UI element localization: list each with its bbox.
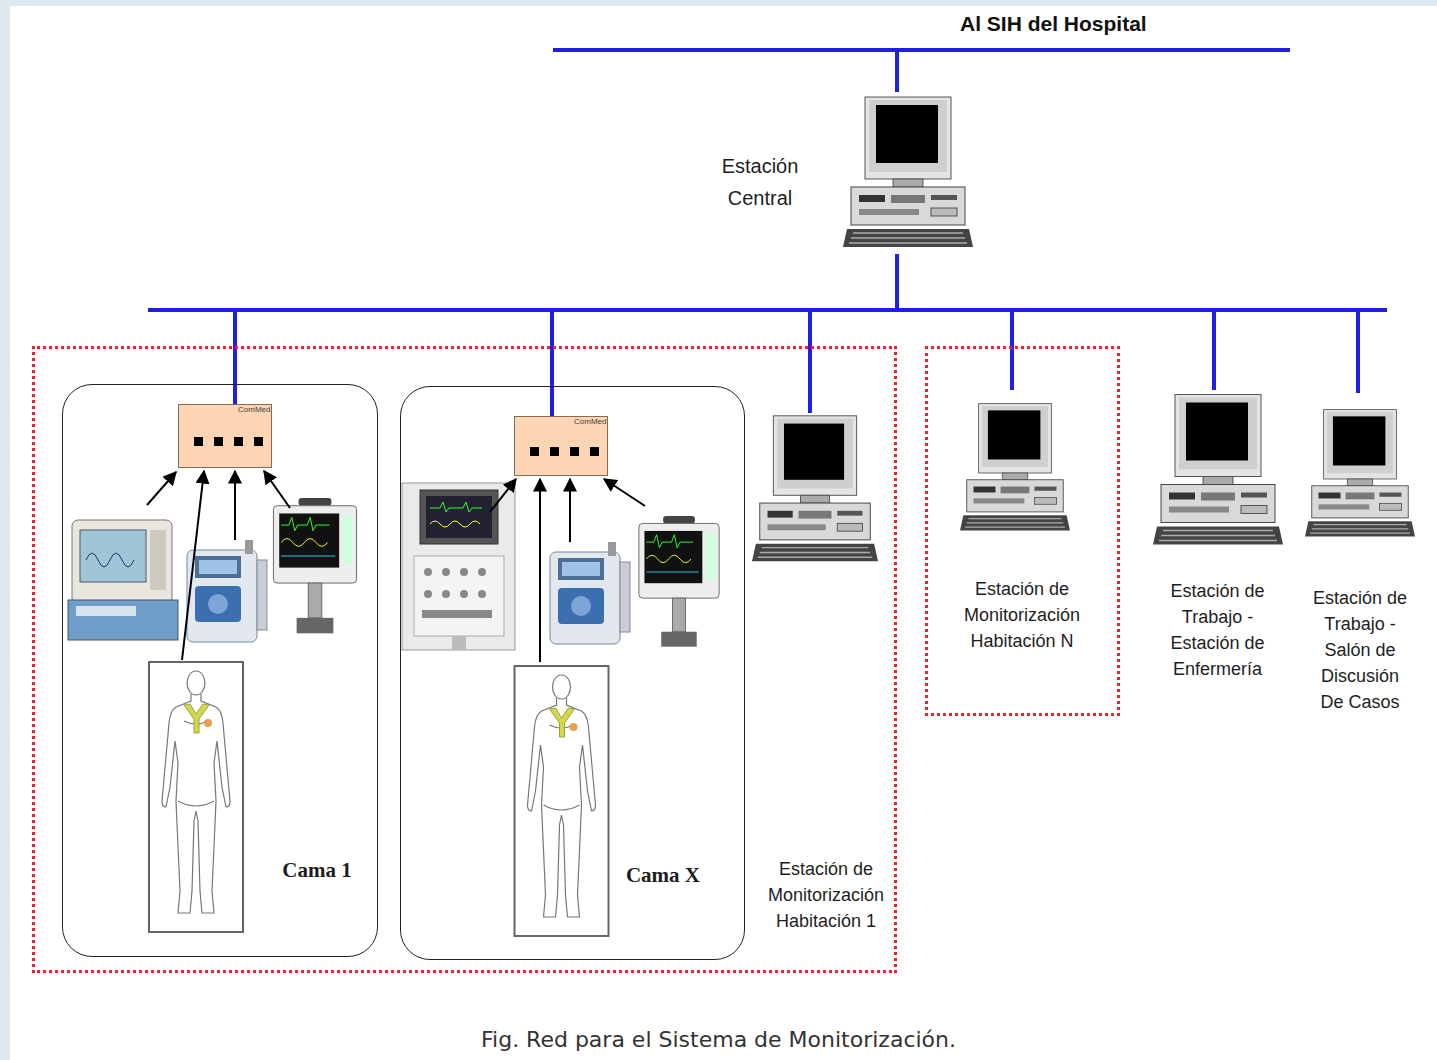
bed-x-equipment [402,483,719,936]
computer-icon [960,404,1070,531]
network-bus [148,50,1387,413]
network-link [897,254,1012,346]
port-square [550,447,559,456]
station-label: Estación de Trabajo - Estación de Enferm… [1155,578,1280,682]
port-square [214,437,223,446]
device-label: ComMed [574,418,606,426]
network-link [235,254,897,404]
central-station: Estación Central [705,92,980,254]
commed-hub: ComMed [514,416,608,476]
patient-figure [515,666,609,936]
room-region: Estación de Monitorización Habitación N [925,346,1120,716]
bed-label: Cama X [613,863,713,888]
computer-icon [752,416,878,561]
port-square [570,447,579,456]
room-region: Estación de Monitorización Habitación 1C… [32,346,897,973]
port-square [590,447,599,456]
infusion-pump [550,542,630,644]
patient-figure [149,662,243,932]
figure-caption: Fig. Red para el Sistema de Monitorizaci… [0,1027,1437,1052]
station-label: Estación de Monitorización Habitación 1 [758,856,894,934]
computer-icon [1153,395,1283,545]
infusion-pump [187,540,267,642]
workstation: Estación de Trabajo - Estación de Enferm… [1150,390,1285,695]
port-square [254,437,263,446]
device-label: ComMed [238,406,270,414]
commed-hub: ComMed [178,404,272,468]
bed-box: Cama 1 ComMed [62,384,378,957]
computer-icons [752,97,1415,561]
station-label: Estación de Monitorización Habitación N [947,576,1097,654]
bed-label: Cama 1 [272,858,362,883]
computer-icon [843,97,973,247]
port-square [194,437,203,446]
network-link [552,254,897,416]
station-label: Estación de Trabajo - Salón de Discusión… [1308,585,1412,715]
patient-monitor [639,516,719,647]
network-label: Al SIH del Hospital [960,12,1147,36]
bed-box: Cama X ComMed [400,386,745,960]
port-square [530,447,539,456]
port-square [234,437,243,446]
station-label: Estación Central [705,150,815,214]
patient-monitor [273,498,356,633]
network-link [897,254,1358,393]
network-link [810,254,897,346]
network-link [897,254,1214,390]
device-arrows [147,471,645,662]
workstation: Estación de Trabajo - Salón de Discusión… [1302,393,1418,723]
computer-icon [1305,410,1415,537]
